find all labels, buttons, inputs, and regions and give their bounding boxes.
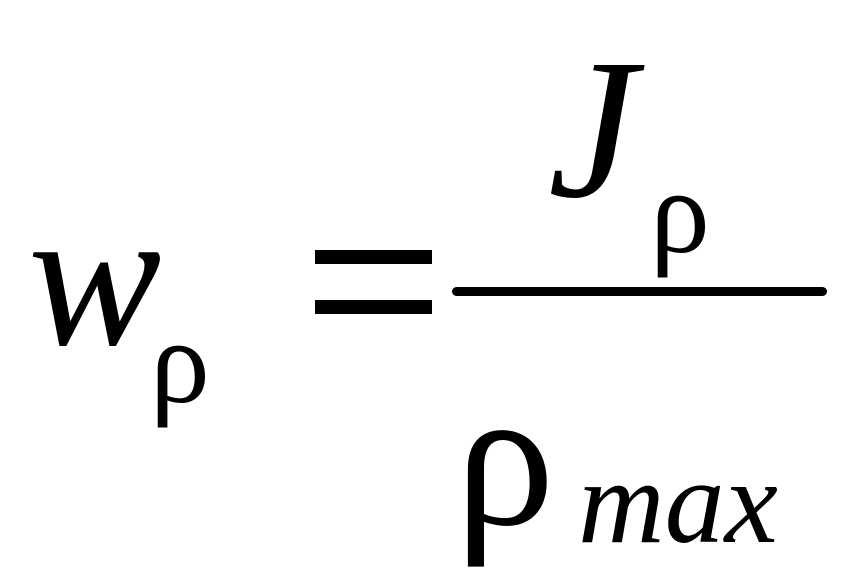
- denominator-base-symbol: ρ: [455, 347, 555, 568]
- lhs-base-symbol: w: [28, 167, 162, 388]
- equals-sign-top-bar: [315, 250, 432, 264]
- fraction-bar: [452, 287, 827, 296]
- equals-sign-bottom-bar: [315, 300, 432, 314]
- numerator-subscript: ρ: [650, 145, 710, 278]
- numerator-base-symbol: J: [548, 19, 637, 240]
- lhs-subscript: ρ: [150, 295, 210, 428]
- denominator-subscript: max: [578, 435, 778, 568]
